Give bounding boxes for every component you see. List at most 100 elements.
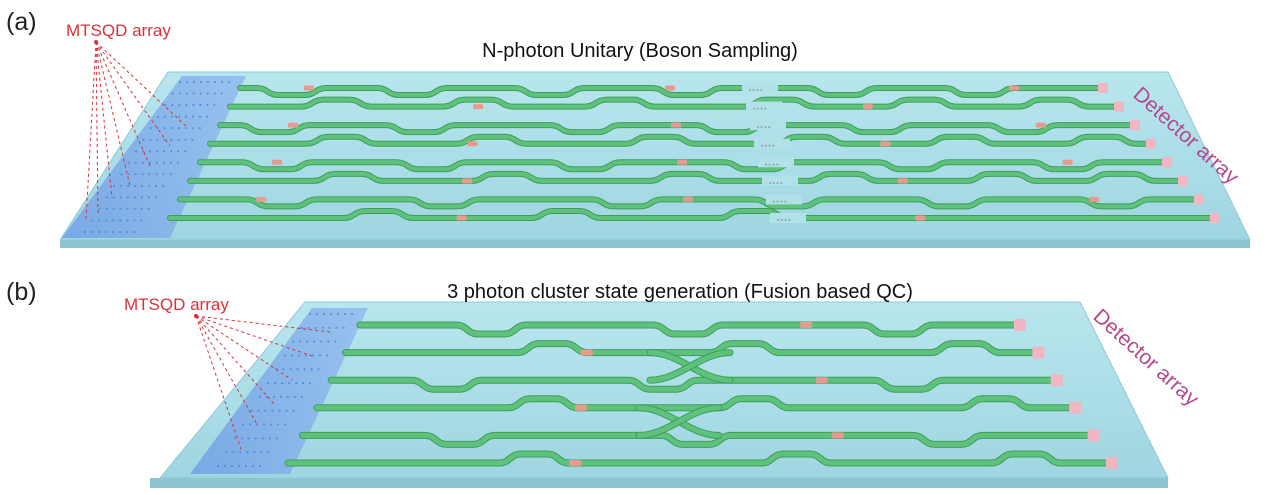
quantum-dot bbox=[198, 115, 202, 118]
quantum-dot bbox=[169, 161, 172, 164]
quantum-dot bbox=[199, 92, 202, 95]
quantum-dot bbox=[296, 368, 299, 371]
phase-heater bbox=[915, 215, 926, 221]
quantum-dot bbox=[292, 409, 295, 412]
gap-cover bbox=[762, 175, 798, 186]
quantum-dot bbox=[306, 340, 309, 343]
quantum-dot bbox=[255, 423, 259, 426]
quantum-dot bbox=[198, 127, 201, 130]
quantum-dot bbox=[220, 92, 223, 95]
quantum-dot bbox=[318, 354, 322, 357]
quantum-dot bbox=[185, 92, 188, 95]
quantum-dot bbox=[163, 115, 167, 118]
phase-heater bbox=[569, 460, 581, 466]
phase-heater bbox=[462, 178, 473, 184]
phase-heater bbox=[880, 141, 891, 147]
mtsqd-array-block-b bbox=[190, 308, 368, 474]
panel-b: (b) 3 photon cluster state generation (F… bbox=[6, 278, 1203, 488]
quantum-dot bbox=[170, 138, 173, 141]
quantum-dot bbox=[213, 92, 216, 95]
quantum-dot bbox=[97, 230, 101, 234]
pointer-line bbox=[195, 315, 275, 405]
gap-marker: .... bbox=[760, 139, 775, 150]
quantum-dot bbox=[230, 464, 234, 468]
detector-pad bbox=[1032, 346, 1045, 359]
quantum-dot bbox=[232, 451, 235, 454]
quantum-dot bbox=[104, 230, 108, 234]
waveguide-a bbox=[218, 123, 1134, 135]
detector-pad bbox=[1069, 401, 1082, 414]
detector-pad bbox=[1106, 457, 1118, 469]
quantum-dot bbox=[199, 80, 203, 84]
quantum-dot bbox=[177, 115, 181, 118]
quantum-dot bbox=[113, 184, 116, 187]
quantum-dot bbox=[192, 92, 195, 95]
quantum-dot bbox=[272, 395, 275, 399]
quantum-dot bbox=[91, 219, 94, 222]
gap-marker: .... bbox=[748, 83, 763, 94]
phase-heater bbox=[456, 215, 467, 221]
quantum-dot bbox=[149, 127, 152, 130]
detector-pad bbox=[1050, 374, 1063, 387]
quantum-dot bbox=[295, 381, 298, 385]
phase-heater bbox=[665, 85, 675, 91]
quantum-dot bbox=[111, 230, 115, 234]
waveguide-network-b bbox=[284, 321, 1112, 467]
quantum-dot bbox=[184, 127, 187, 130]
phase-heater bbox=[683, 196, 693, 202]
quantum-dot bbox=[135, 150, 138, 153]
gap-marker: .... bbox=[764, 157, 779, 168]
gap-marker: .... bbox=[776, 213, 791, 224]
quantum-dot bbox=[191, 115, 195, 118]
quantum-dot bbox=[247, 437, 250, 440]
quantum-dot bbox=[112, 207, 115, 211]
quantum-dot bbox=[325, 354, 329, 357]
quantum-dot bbox=[260, 451, 263, 454]
quantum-dot bbox=[184, 115, 188, 118]
quantum-dot bbox=[264, 409, 267, 412]
quantum-dot bbox=[140, 219, 143, 222]
waveguide-a bbox=[228, 97, 1118, 109]
quantum-dot bbox=[141, 184, 144, 187]
quantum-dot bbox=[335, 326, 338, 329]
phase-heater bbox=[473, 104, 484, 110]
quantum-dot bbox=[244, 464, 248, 468]
quantum-dot bbox=[233, 437, 236, 440]
gap-cover bbox=[750, 120, 786, 131]
detector-pad bbox=[1178, 175, 1188, 186]
quantum-dot bbox=[98, 219, 101, 222]
detector-pad bbox=[1087, 429, 1100, 442]
detector-pad bbox=[1130, 120, 1140, 131]
mtsqd-pointer-lines-a bbox=[85, 40, 187, 221]
gap-cover bbox=[754, 138, 790, 149]
quantum-dot bbox=[134, 184, 137, 187]
quantum-dot bbox=[254, 437, 257, 440]
quantum-dot bbox=[156, 115, 160, 118]
quantum-dot bbox=[311, 354, 315, 357]
quantum-dot bbox=[163, 127, 166, 130]
gap-cover bbox=[766, 194, 802, 205]
quantum-dot bbox=[267, 451, 270, 454]
phase-heater bbox=[580, 349, 593, 356]
quantum-dot bbox=[258, 464, 262, 468]
quantum-dot bbox=[321, 326, 324, 329]
gap-cover bbox=[758, 157, 794, 168]
quantum-dot bbox=[267, 381, 270, 385]
quantum-dot bbox=[126, 219, 129, 222]
pointer-origin bbox=[194, 314, 198, 318]
panel-a-title: N-photon Unitary (Boson Sampling) bbox=[482, 40, 798, 62]
waveguide-b bbox=[314, 396, 1074, 411]
quantum-dot bbox=[309, 381, 312, 385]
quantum-dot bbox=[241, 423, 245, 426]
quantum-dot bbox=[178, 80, 182, 84]
quantum-dot bbox=[126, 196, 130, 199]
waveguide-a bbox=[168, 209, 1214, 220]
waveguide-a bbox=[238, 86, 1102, 97]
quantum-dot bbox=[257, 409, 260, 412]
quantum-dot bbox=[126, 207, 129, 211]
quantum-dot bbox=[120, 184, 123, 187]
detector-pad bbox=[1210, 213, 1220, 223]
quantum-dot bbox=[134, 173, 137, 176]
quantum-dot bbox=[177, 127, 180, 130]
quantum-dot bbox=[163, 138, 166, 141]
